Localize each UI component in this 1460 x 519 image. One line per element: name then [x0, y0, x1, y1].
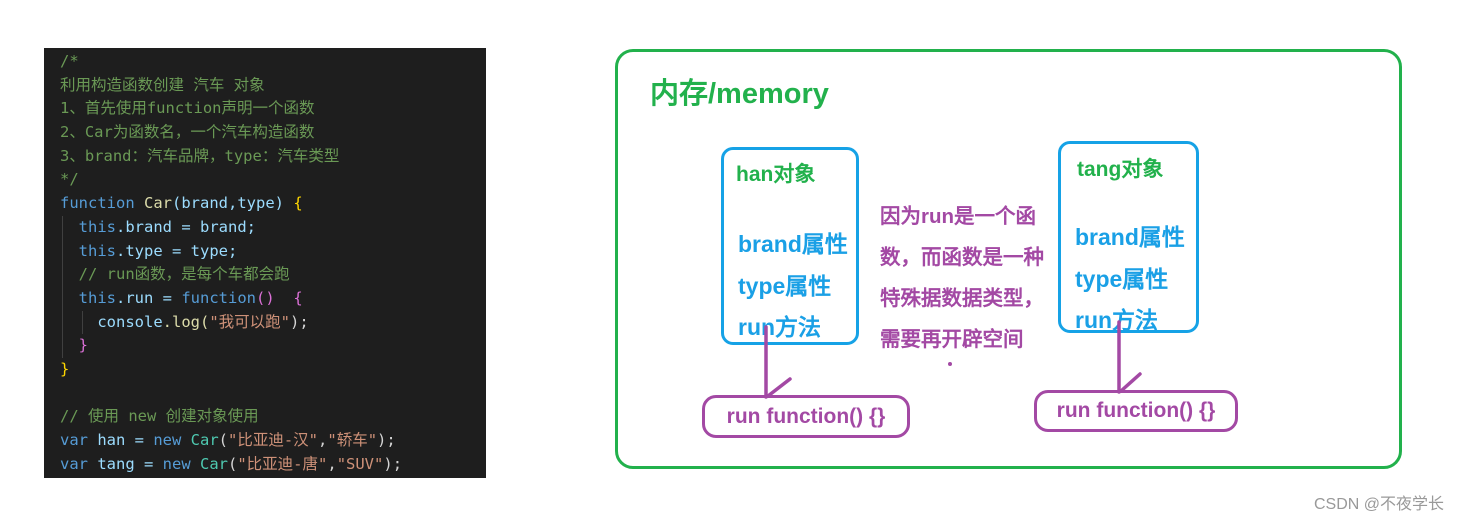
keyword: function	[60, 194, 135, 213]
tang-run-function-box: run function() {}	[1034, 390, 1238, 432]
punct: ,	[318, 431, 328, 449]
keyword: function	[181, 288, 256, 307]
string: "比亚迪-唐"	[237, 454, 328, 473]
punct: ,	[327, 454, 337, 473]
keyword: var	[60, 431, 88, 449]
code-line: /*	[60, 52, 79, 70]
han-run-method: run方法	[738, 314, 822, 340]
statement: .run =	[116, 288, 182, 307]
identifier: console	[97, 312, 163, 331]
code-line: }	[60, 358, 486, 382]
brace: {	[283, 194, 303, 213]
tang-object-title: tang对象	[1077, 158, 1164, 181]
tang-brand-attr: brand属性	[1075, 224, 1185, 250]
tang-object-box	[1058, 141, 1199, 333]
explanation-note: 因为run是一个函数，而函数是一种特殊据数据类型，需要再开辟空间	[880, 205, 1044, 351]
code-line: // 使用 new 创建对象使用	[60, 407, 259, 426]
string: "我可以跑"	[209, 312, 290, 331]
punct: );	[383, 454, 403, 473]
code-line: // run函数，是每个车都会跑	[60, 263, 486, 287]
paren: (	[228, 454, 238, 473]
statement: .brand = brand;	[116, 217, 256, 236]
watermark: CSDN @不夜学长	[1313, 496, 1444, 513]
identifier: tang =	[88, 454, 163, 473]
code-line: this.type = type;	[60, 239, 486, 264]
brace: }	[60, 359, 70, 378]
tang-run-method: run方法	[1075, 307, 1159, 333]
brace: {	[283, 288, 303, 307]
tang-type-attr: type属性	[1075, 266, 1169, 292]
keyword: var	[60, 454, 88, 473]
string: "比亚迪-汉"	[228, 431, 319, 449]
han-brand-attr: brand属性	[738, 231, 848, 257]
memory-box	[615, 49, 1402, 469]
han-object-title: han对象	[736, 163, 816, 186]
keyword: this	[78, 217, 116, 236]
code-line: console.log("我可以跑");	[60, 310, 486, 335]
stray-dot	[948, 362, 952, 366]
class-name: Car	[200, 454, 228, 473]
comment: // run函数，是每个车都会跑	[78, 265, 290, 284]
keyword: this	[78, 241, 116, 260]
code-line: }	[60, 334, 486, 358]
string: "SUV"	[336, 454, 384, 473]
code-line: */	[60, 170, 79, 189]
keyword: new	[153, 431, 182, 449]
code-line: var tang = new Car("比亚迪-唐","SUV");	[60, 453, 486, 477]
tang-connector-arrowhead	[1119, 372, 1142, 393]
han-connector-arrowhead	[766, 377, 792, 398]
code-line: 1、首先使用function声明一个函数	[60, 99, 315, 118]
identifier: han =	[88, 431, 154, 449]
punct: );	[377, 431, 396, 449]
han-object-box	[721, 147, 859, 345]
keyword: this	[78, 288, 116, 307]
statement: .type = type;	[116, 241, 238, 260]
code-line: var han = new Car("比亚迪-汉","轿车");	[60, 429, 486, 453]
code-line: function Car(brand,type) {	[60, 192, 486, 216]
code-line: 2、Car为函数名，一个汽车构造函数	[60, 123, 315, 142]
paren: ()	[255, 288, 284, 307]
code-line: 3、brand：汽车品牌，type：汽车类型	[60, 146, 340, 165]
paren: (	[218, 431, 229, 449]
class-name: Car	[190, 431, 219, 449]
code-line: 利用构造函数创建 汽车 对象	[60, 75, 265, 94]
code-line: this.run = function() {	[60, 286, 486, 311]
keyword: new	[162, 454, 191, 473]
code-editor: /* 利用构造函数创建 汽车 对象 1、首先使用function声明一个函数 2…	[44, 48, 486, 478]
code-line: this.brand = brand;	[60, 215, 486, 240]
punct: );	[290, 312, 309, 331]
memory-title: 内存/memory	[650, 78, 829, 110]
function-name: Car	[144, 194, 172, 213]
method: .log(	[162, 312, 210, 331]
han-run-function-box: run function() {}	[702, 395, 910, 438]
string: "轿车"	[327, 431, 378, 449]
params: (brand,type)	[172, 194, 284, 213]
han-type-attr: type属性	[738, 273, 832, 299]
brace: }	[78, 336, 89, 355]
